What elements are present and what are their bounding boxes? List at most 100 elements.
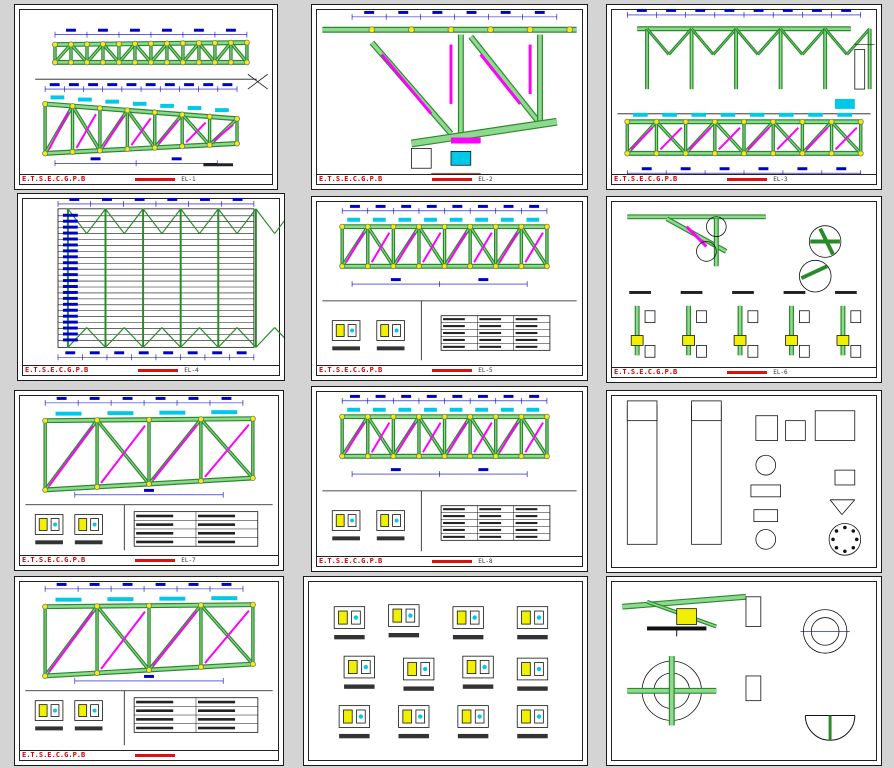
member-label xyxy=(447,422,468,453)
truss-node xyxy=(857,118,864,125)
table-cell-text xyxy=(443,528,465,531)
section-weld xyxy=(402,709,412,724)
member-label xyxy=(48,111,70,150)
truss-member-core xyxy=(54,44,72,63)
drawing-sheet-section-details[interactable] xyxy=(303,576,588,766)
drawing-canvas xyxy=(57,197,284,361)
table-cell-text xyxy=(197,726,236,730)
truss-node xyxy=(653,150,660,157)
sheet-number: EL-1 xyxy=(181,176,196,183)
detail-circle xyxy=(706,216,727,237)
section-weld xyxy=(407,662,417,676)
dimension-label xyxy=(134,197,145,201)
bolt xyxy=(851,545,856,550)
truss-node xyxy=(115,59,122,66)
drawing-sheet-truss-overview[interactable]: E.T.S.E.C.G.P.B EL-1 xyxy=(14,4,278,190)
truss-node xyxy=(146,667,152,673)
purlin-label xyxy=(62,219,78,223)
bolt xyxy=(834,545,839,550)
dimension-label xyxy=(130,28,140,32)
truss-node xyxy=(151,109,158,116)
dimension-label xyxy=(122,396,133,400)
bolt xyxy=(92,522,97,527)
member-label xyxy=(524,422,544,453)
member-label xyxy=(204,610,250,664)
truss-node xyxy=(492,413,499,420)
section-weld xyxy=(521,610,531,625)
dimension-label xyxy=(695,8,706,12)
truss-node xyxy=(52,41,58,48)
table-cell-text xyxy=(515,338,538,341)
dimension-label xyxy=(398,10,409,14)
bracing-line xyxy=(105,327,125,348)
truss-node xyxy=(441,223,448,230)
truss-node xyxy=(96,147,103,154)
title-red-bar xyxy=(135,177,176,181)
member-label xyxy=(747,126,770,151)
table-cell-text xyxy=(443,331,465,335)
section-profile xyxy=(799,345,810,358)
detail-mark xyxy=(835,98,855,109)
truss-node xyxy=(151,144,158,151)
truss-node xyxy=(69,149,76,155)
bolt xyxy=(843,549,847,554)
truss-node xyxy=(770,118,777,125)
dimension-label xyxy=(163,351,174,355)
truss-member-core xyxy=(96,419,150,485)
truss-node xyxy=(364,453,371,460)
dimension-label xyxy=(225,28,236,32)
dimension-label xyxy=(782,8,793,12)
truss-node xyxy=(543,453,550,460)
dimension-label xyxy=(56,582,67,586)
section-profile xyxy=(644,345,656,358)
purlin-label xyxy=(62,261,78,265)
dimension-label xyxy=(478,204,488,208)
table-cell-text xyxy=(515,331,538,335)
purlin-mark xyxy=(662,112,677,117)
drawing-sheet-truss-half[interactable]: E.T.S.E.C.G.P.B xyxy=(14,576,284,766)
truss-node xyxy=(390,413,397,420)
truss-node xyxy=(339,413,346,420)
table-cell-text xyxy=(197,514,236,518)
detail-caption xyxy=(732,290,754,294)
drawing-sheet-connection-details[interactable] xyxy=(606,576,882,766)
section-profile xyxy=(747,345,759,358)
dimension-label xyxy=(466,10,477,14)
section-caption xyxy=(517,686,548,691)
section-profile xyxy=(644,310,656,324)
table-cell-text xyxy=(197,523,236,526)
purlin-label xyxy=(62,308,78,312)
column-top-detail xyxy=(785,420,806,441)
school-name: E.T.S.E.C.G.P.B xyxy=(22,175,86,183)
truss-node xyxy=(179,111,186,118)
truss-member-core xyxy=(691,28,714,55)
purlin-label xyxy=(62,338,78,342)
section-caption xyxy=(74,726,103,731)
purlin-label xyxy=(62,273,78,277)
detail-caption xyxy=(680,290,703,294)
bracing-line xyxy=(217,208,238,234)
truss-node xyxy=(624,118,631,125)
table-cell-text xyxy=(197,531,236,535)
member-label xyxy=(185,121,207,144)
truss-node xyxy=(227,59,234,66)
dimension-label xyxy=(167,197,178,201)
dimension-label xyxy=(161,28,172,32)
purlin-mark xyxy=(372,407,386,412)
drawing-sheet-column-details[interactable] xyxy=(606,390,882,573)
truss-node xyxy=(249,475,256,481)
truss-member-core xyxy=(72,105,101,151)
bracing-line xyxy=(217,327,238,348)
section-profile xyxy=(850,310,862,324)
detail-caption xyxy=(629,290,652,294)
sheet-number: EL-4 xyxy=(184,367,199,374)
detail-leader xyxy=(841,499,856,515)
